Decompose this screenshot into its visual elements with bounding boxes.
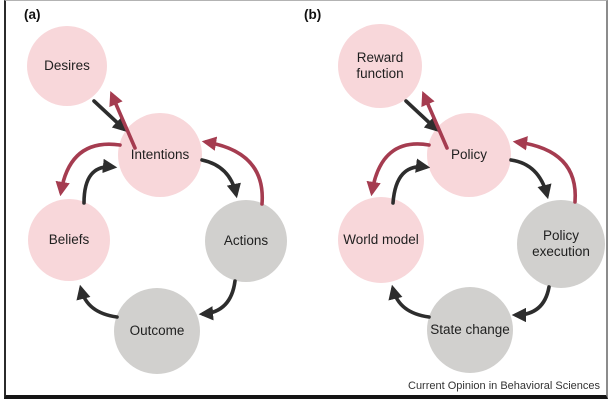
journal-credit: Current Opinion in Behavioral Sciences: [408, 380, 600, 392]
node-world-model: World model: [338, 197, 424, 283]
node-desires: Desires: [27, 26, 107, 106]
arrow-intentions-to-beliefs: [55, 142, 122, 197]
node-label: Desires: [44, 57, 90, 73]
node-actions: Actions: [205, 200, 287, 282]
arrow-reward-function-to-policy: [404, 99, 440, 132]
arrow-policy-execution-to-state-change: [511, 285, 551, 323]
node-reward-function: Reward function: [338, 24, 422, 108]
panel-b-label: (b): [304, 7, 322, 22]
arrow-intentions-to-actions: [200, 158, 241, 199]
arrow-world-model-to-policy: [391, 158, 431, 205]
node-label: Policy: [450, 146, 487, 162]
arrow-policy-to-world-model: [366, 142, 431, 197]
node-policy-execution: Policy execution: [517, 200, 605, 288]
node-label: Reward function: [356, 49, 404, 81]
node-label: State change: [430, 321, 510, 337]
node-outcome: Outcome: [114, 288, 200, 374]
node-label: Beliefs: [48, 231, 90, 247]
node-label: World model: [343, 231, 419, 247]
arrow-policy-execution-to-policy: [512, 136, 577, 204]
arrow-outcome-to-beliefs: [76, 284, 119, 319]
panel-a-label: (a): [24, 7, 41, 22]
arrow-policy-to-policy-execution: [509, 158, 552, 200]
arrow-desires-to-intentions: [92, 99, 128, 132]
node-label: Intentions: [130, 146, 190, 162]
node-label: Outcome: [129, 322, 185, 338]
node-label: Actions: [223, 232, 269, 248]
node-state-change: State change: [427, 287, 513, 373]
node-policy: Policy: [427, 113, 511, 197]
node-beliefs: Beliefs: [28, 199, 110, 281]
arrow-beliefs-to-intentions: [82, 158, 118, 205]
node-label: Policy execution: [532, 227, 590, 259]
arrow-actions-to-outcome: [198, 279, 237, 321]
arrow-state-change-to-world-model: [388, 284, 431, 319]
node-intentions: Intentions: [118, 113, 202, 197]
arrow-actions-to-intentions: [201, 136, 264, 206]
